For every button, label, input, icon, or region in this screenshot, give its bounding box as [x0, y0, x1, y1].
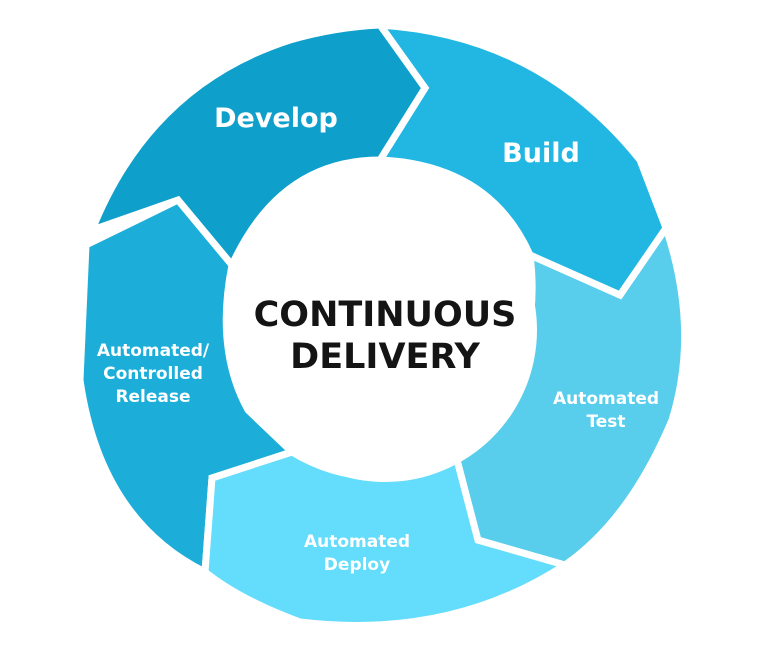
center-circle	[233, 178, 537, 482]
stage-label-deploy-line-1: Automated	[304, 532, 410, 552]
center-title-line-2: DELIVERY	[290, 337, 480, 377]
segment-develop	[85, 21, 430, 272]
segment-build	[372, 21, 670, 300]
stage-label-develop: Develop	[214, 103, 338, 134]
stage-label-test-line-1: Automated	[553, 389, 659, 409]
stage-label-build: Build	[502, 138, 580, 169]
stage-label-release-line-3: Release	[115, 387, 190, 407]
stage-label-release-line-2: Controlled	[103, 364, 203, 384]
stage-label-deploy-line-2: Deploy	[324, 555, 390, 575]
center-title-line-1: CONTINUOUS	[254, 295, 517, 335]
stage-label-release-line-1: Automated/	[97, 341, 210, 361]
stage-label-test-line-2: Test	[586, 412, 625, 432]
